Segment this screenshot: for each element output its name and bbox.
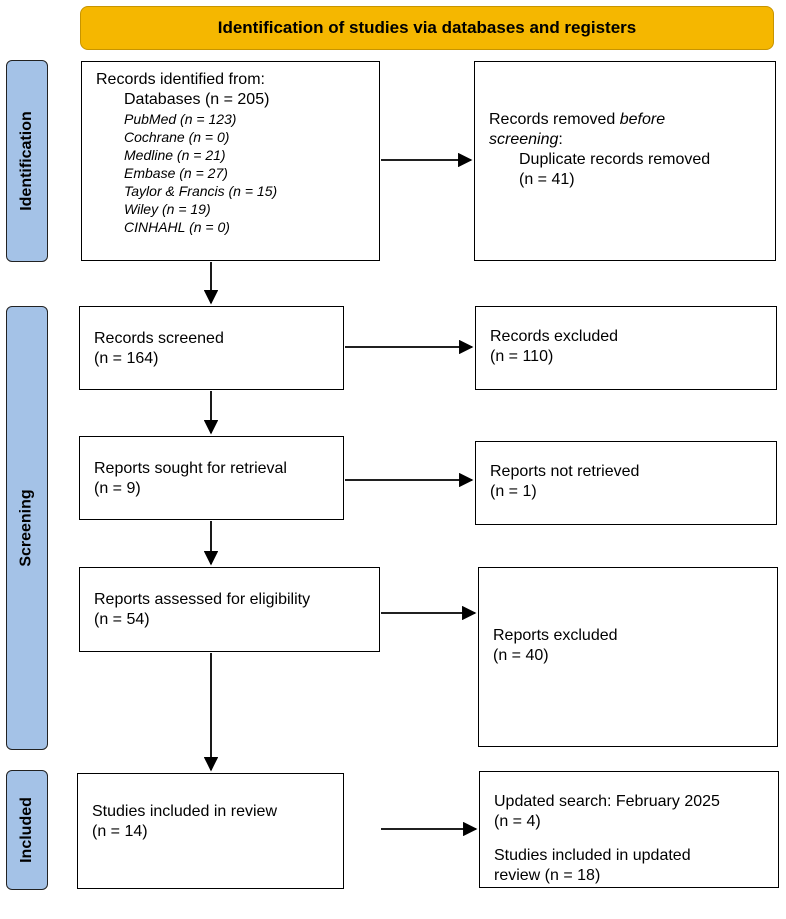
studies-included-label: Studies included in review [92,803,277,820]
updated-search-box: Updated search: February 2025 (n = 4) St… [479,771,779,888]
reports-excluded-count: (n = 40) [493,647,549,664]
source-pubmed: PubMed (n = 123) [124,111,237,127]
phase-included: Included [6,770,48,890]
reports-not-retrieved-count: (n = 1) [490,483,537,500]
reports-excluded-box: Reports excluded (n = 40) [478,567,778,747]
records-screened-count: (n = 164) [94,350,159,367]
source-cinhahl: CINHAHL (n = 0) [124,219,230,235]
removed-line1-italic: before [619,111,666,128]
reports-excluded-label: Reports excluded [493,627,618,644]
updated-review-label: Studies included in updated [494,847,691,864]
reports-assessed-box: Reports assessed for eligibility (n = 54… [79,567,380,652]
records-excluded-box: Records excluded (n = 110) [475,306,777,390]
source-embase: Embase (n = 27) [124,165,228,181]
removed-line1-prefix: Records removed [489,111,620,128]
records-screened-box: Records screened (n = 164) [79,306,344,390]
duplicate-records-count: (n = 41) [519,171,575,188]
records-screened-label: Records screened [94,330,224,347]
removed-line2-suffix: : [558,131,563,148]
reports-assessed-label: Reports assessed for eligibility [94,591,311,608]
studies-included-box: Studies included in review (n = 14) [77,773,344,889]
records-excluded-label: Records excluded [490,328,619,345]
removed-line2-italic: screening [489,131,559,148]
updated-review-count: review (n = 18) [494,867,601,884]
header-title: Identification of studies via databases … [217,18,637,37]
records-excluded-count: (n = 110) [490,348,554,365]
studies-included-count: (n = 14) [92,823,148,840]
phase-screening: Screening [6,306,48,750]
source-wiley: Wiley (n = 19) [124,201,211,217]
reports-sought-label: Reports sought for retrieval [94,460,287,477]
databases-total: Databases (n = 205) [124,91,270,108]
reports-not-retrieved-box: Reports not retrieved (n = 1) [475,441,777,525]
records-identified-box: Records identified from: Databases (n = … [81,61,380,261]
duplicate-records-label: Duplicate records removed [519,151,711,168]
source-medline: Medline (n = 21) [124,147,226,163]
phase-identification: Identification [6,60,48,262]
records-removed-box: Records removed before screening: Duplic… [474,61,776,261]
source-taylor-francis: Taylor & Francis (n = 15) [124,183,278,199]
source-cochrane: Cochrane (n = 0) [124,129,230,145]
reports-not-retrieved-label: Reports not retrieved [490,463,640,480]
updated-search-count: (n = 4) [494,813,541,830]
reports-sought-count: (n = 9) [94,480,141,497]
updated-search-label: Updated search: February 2025 [494,793,720,810]
reports-assessed-count: (n = 54) [94,611,150,628]
records-identified-heading: Records identified from: [96,71,265,88]
reports-sought-box: Reports sought for retrieval (n = 9) [79,436,344,520]
header-banner: Identification of studies via databases … [80,6,774,50]
